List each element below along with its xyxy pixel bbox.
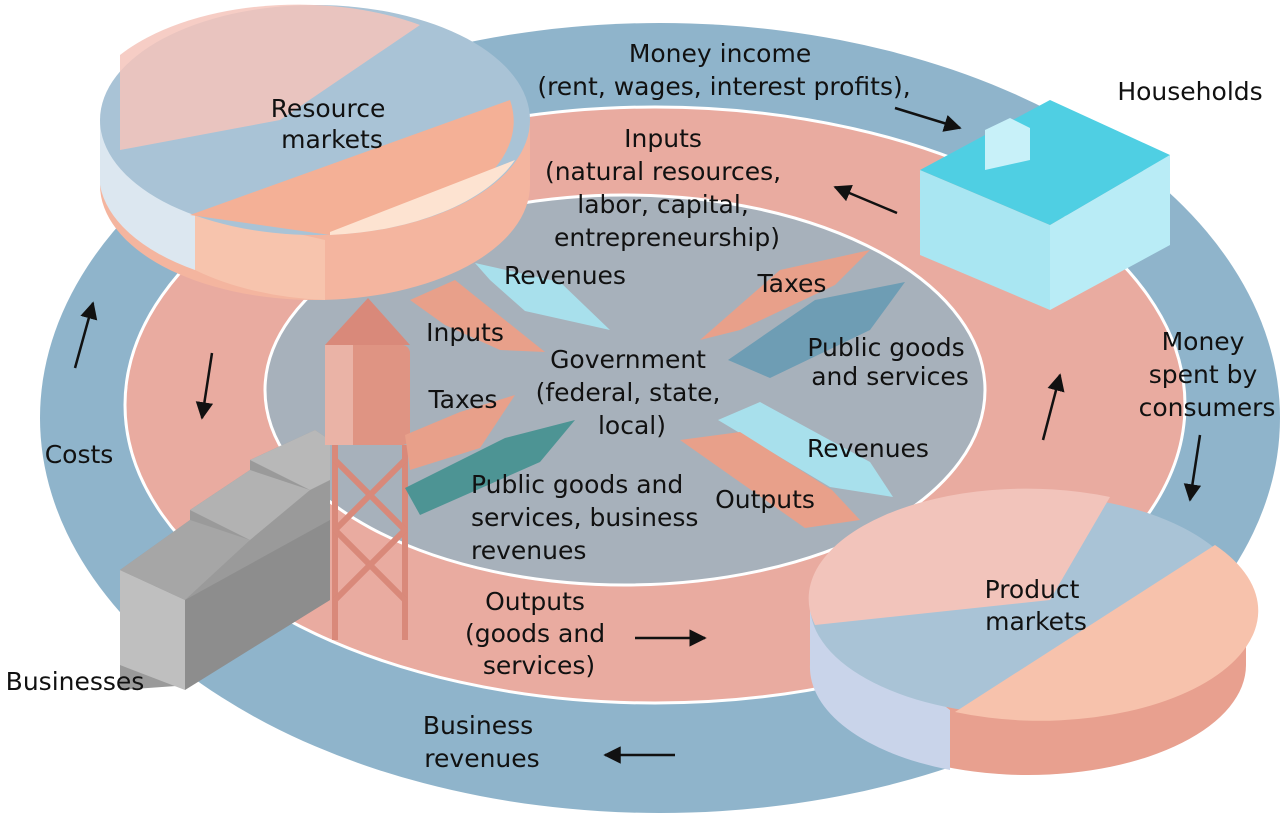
arrow-inputs-left	[410, 280, 545, 352]
label-costs: Costs	[45, 440, 114, 469]
label-gov-taxes-right: Taxes	[757, 269, 827, 298]
label-inputs-top: Inputs (natural resources, labor, capita…	[545, 124, 789, 252]
arrow-taxes-left	[405, 395, 515, 470]
arrow-revenues-left	[475, 263, 610, 330]
arrow-taxes-right	[700, 250, 870, 340]
label-money-spent: Money spent by consumers	[1139, 327, 1276, 422]
direction-arrows	[73, 106, 1202, 764]
label-gov-revenues-left: Revenues	[504, 261, 626, 290]
label-gov-public-goods-left: Public goods and services, business reve…	[471, 470, 706, 565]
arrow-money-income	[894, 106, 962, 132]
label-businesses: Businesses	[6, 667, 145, 696]
label-product-markets: Product markets	[985, 575, 1088, 636]
arrow-resource-to-business	[195, 352, 214, 420]
diagram-labels: Households Businesses Resource markets P…	[6, 39, 1276, 773]
arrow-money-spent	[1183, 434, 1202, 502]
water-tower-icon	[325, 298, 410, 640]
label-outputs-bottom: Outputs (goods and services)	[465, 587, 613, 680]
arrow-costs	[73, 301, 98, 369]
label-gov-taxes-left: Taxes	[428, 385, 498, 414]
label-resource-markets: Resource markets	[271, 94, 394, 154]
factory-icon	[120, 430, 330, 690]
arrow-revenues-right	[718, 402, 893, 497]
label-gov-public-goods-right: Public goods and services	[807, 333, 972, 391]
label-gov-revenues-right: Revenues	[807, 434, 929, 463]
house-icon	[920, 100, 1170, 310]
arrow-outputs-right	[680, 432, 860, 528]
label-gov-outputs: Outputs	[715, 485, 815, 514]
arrow-public-goods-right	[728, 282, 905, 378]
arrow-inputs-top	[833, 185, 898, 215]
government-flow-arrows	[405, 250, 905, 528]
label-households: Households	[1117, 77, 1262, 106]
label-government: Government (federal, state, local)	[536, 345, 729, 440]
label-money-income: Money income (rent, wages, interest prof…	[537, 39, 910, 101]
label-gov-inputs: Inputs	[426, 318, 504, 347]
arrow-product-to-households	[1041, 373, 1065, 441]
arrow-public-goods-left	[405, 420, 575, 515]
label-business-revenues: Business revenues	[423, 711, 541, 773]
resource-markets-disc-icon	[100, 4, 530, 300]
product-markets-disc-icon	[808, 488, 1259, 775]
